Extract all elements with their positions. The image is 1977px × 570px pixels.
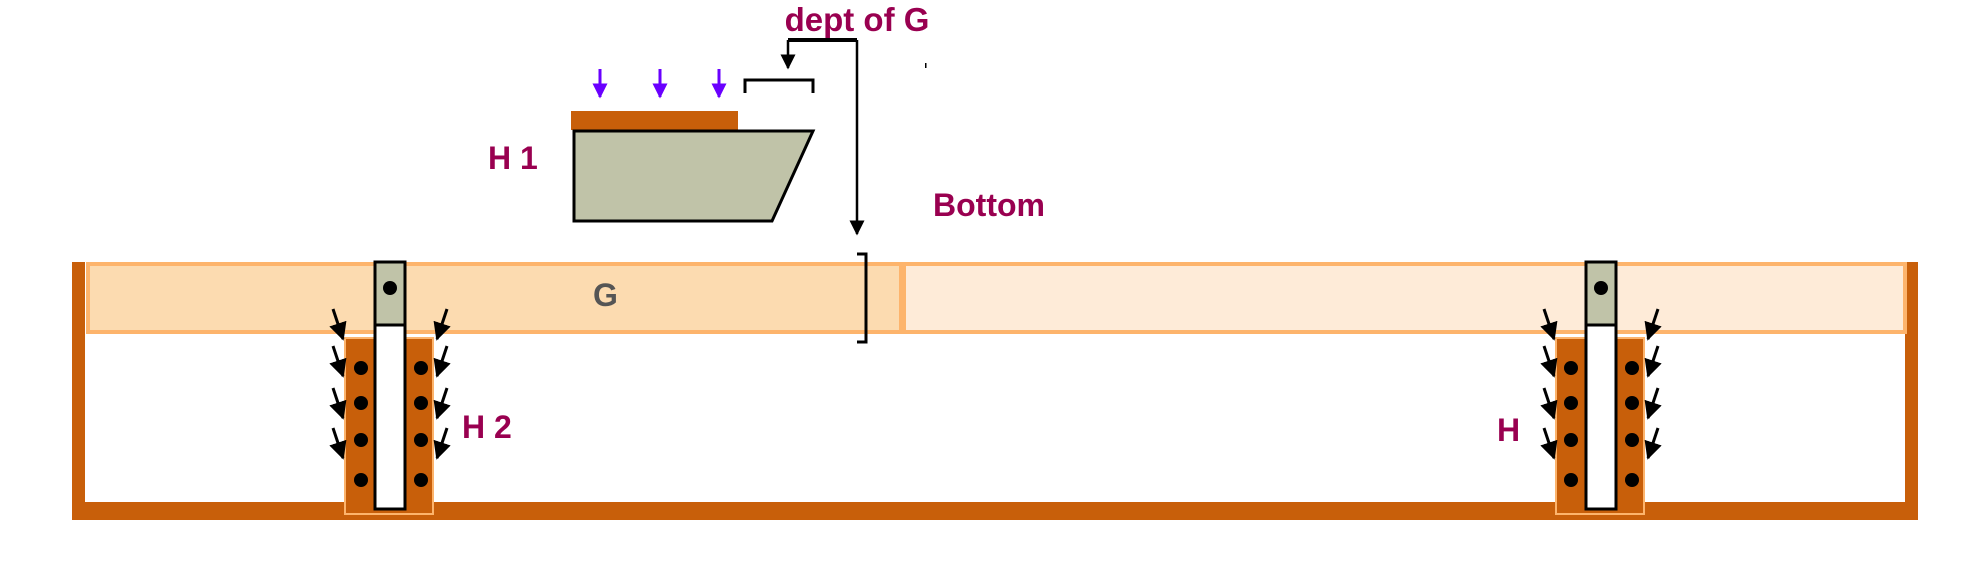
pressure-arrow-icon xyxy=(1540,387,1558,420)
anchor-dots xyxy=(354,281,1639,487)
load-arrows xyxy=(592,69,727,99)
anchor-dot xyxy=(383,281,397,295)
pressure-arrows xyxy=(329,308,1662,460)
depth-bracket-top xyxy=(743,78,815,93)
anchor-dot xyxy=(354,361,368,375)
pressure-arrow-icon xyxy=(329,427,347,460)
pressure-arrow-icon xyxy=(329,387,347,420)
pressure-arrow-icon xyxy=(1644,308,1662,341)
label-g: G xyxy=(593,277,618,313)
label-h: H xyxy=(1497,412,1520,448)
layer-g-left xyxy=(90,266,899,330)
pressure-arrow-icon xyxy=(1644,387,1662,420)
pressure-arrow-icon xyxy=(329,308,347,341)
pressure-arrow-icon xyxy=(329,345,347,378)
pressure-arrow-icon xyxy=(433,308,451,341)
anchor-dot xyxy=(354,396,368,410)
anchor-dot xyxy=(1625,396,1639,410)
anchor-dot xyxy=(414,473,428,487)
depth-dimension xyxy=(780,38,927,236)
depth-bracket-band xyxy=(857,252,868,344)
pressure-arrow-icon xyxy=(433,345,451,378)
label-h2: H 2 xyxy=(462,409,512,445)
block-h1 xyxy=(571,111,816,223)
pressure-arrow-icon xyxy=(1540,427,1558,460)
anchor-dot xyxy=(354,473,368,487)
label-depth-of-g: dept of G xyxy=(785,1,930,38)
anchor-dot xyxy=(1625,433,1639,447)
anchor-dot xyxy=(1625,361,1639,375)
anchor-dot xyxy=(1564,361,1578,375)
anchor-dot xyxy=(414,396,428,410)
pressure-arrow-icon xyxy=(1540,345,1558,378)
anchor-dot xyxy=(414,433,428,447)
layer-g-right xyxy=(906,266,1903,330)
pressure-arrow-icon xyxy=(433,387,451,420)
pressure-arrow-icon xyxy=(1644,427,1662,460)
label-bottom: Bottom xyxy=(933,187,1045,223)
label-h1: H 1 xyxy=(488,140,538,176)
pressure-arrow-icon xyxy=(433,427,451,460)
anchor-dot xyxy=(354,433,368,447)
anchor-dot xyxy=(1594,281,1608,295)
pressure-arrow-icon xyxy=(1540,308,1558,341)
anchor-dot xyxy=(1625,473,1639,487)
pressure-arrow-icon xyxy=(1644,345,1662,378)
layer-g-band xyxy=(86,262,1907,334)
anchor-dot xyxy=(1564,433,1578,447)
anchor-dot xyxy=(1564,473,1578,487)
anchor-dot xyxy=(1564,396,1578,410)
anchor-dot xyxy=(414,361,428,375)
container-frame xyxy=(72,262,1918,520)
